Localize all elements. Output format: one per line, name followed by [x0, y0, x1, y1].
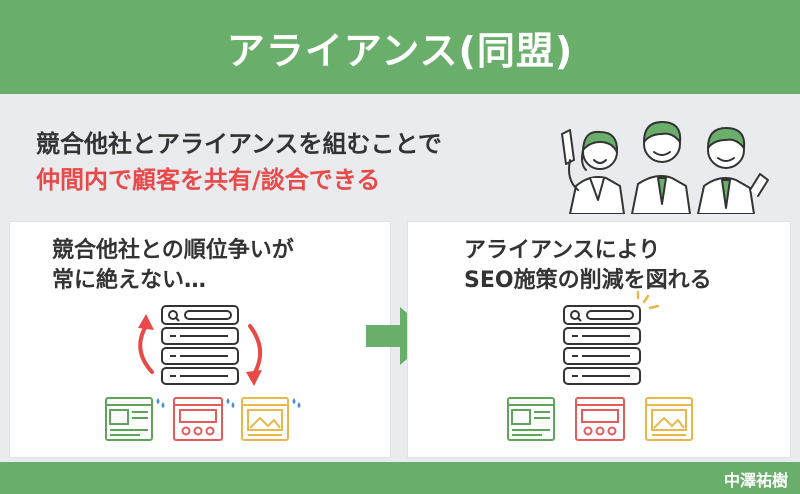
subtitle: 競合他社とアライアンスを組むことで 仲間内で顧客を共有/談合できる — [36, 126, 442, 198]
website-card-icon-yellow — [241, 397, 289, 441]
subtitle-line-1: 競合他社とアライアンスを組むことで — [36, 130, 442, 158]
search-results-icon — [563, 305, 641, 385]
left-panel-line-2: 常に絶えない… — [52, 268, 207, 293]
subtitle-line-2: 仲間内で顧客を共有/談合できる — [36, 166, 381, 194]
left-panel-title: 競合他社との順位争いが 常に絶えない… — [52, 236, 390, 296]
right-panel-line-2: SEO施策の削減を図れる — [464, 268, 712, 293]
left-panel-line-1: 競合他社との順位争いが — [52, 238, 294, 263]
website-card-icon-green — [105, 397, 153, 441]
website-card-icon-red — [173, 397, 223, 441]
people-illustration — [561, 121, 769, 214]
website-card-icon-red — [575, 397, 625, 441]
sweat-drop-icon — [156, 398, 301, 408]
page-title: アライアンス(同盟) — [226, 28, 574, 73]
cycle-arrow-icon — [138, 324, 262, 376]
right-panel-illustration — [507, 290, 693, 441]
cycle-arrow-head-down — [246, 370, 262, 386]
cycle-arrow-head-up — [138, 314, 154, 330]
right-panel-title: アライアンスにより SEO施策の削減を図れる — [464, 236, 790, 296]
left-panel-illustration — [105, 305, 301, 441]
sparkle-icon — [636, 290, 660, 310]
right-panel: アライアンスにより SEO施策の削減を図れる — [408, 222, 790, 457]
search-results-icon — [161, 305, 239, 385]
left-panel: 競合他社との順位争いが 常に絶えない… — [10, 222, 390, 457]
website-card-icon-yellow — [645, 397, 693, 441]
author-name: 中澤祐樹 — [723, 471, 788, 490]
website-card-icon-green — [507, 397, 555, 441]
header-bar: アライアンス(同盟) — [0, 0, 800, 94]
right-panel-line-1: アライアンスにより — [464, 238, 661, 263]
footer-bar: 中澤祐樹 — [0, 462, 800, 494]
